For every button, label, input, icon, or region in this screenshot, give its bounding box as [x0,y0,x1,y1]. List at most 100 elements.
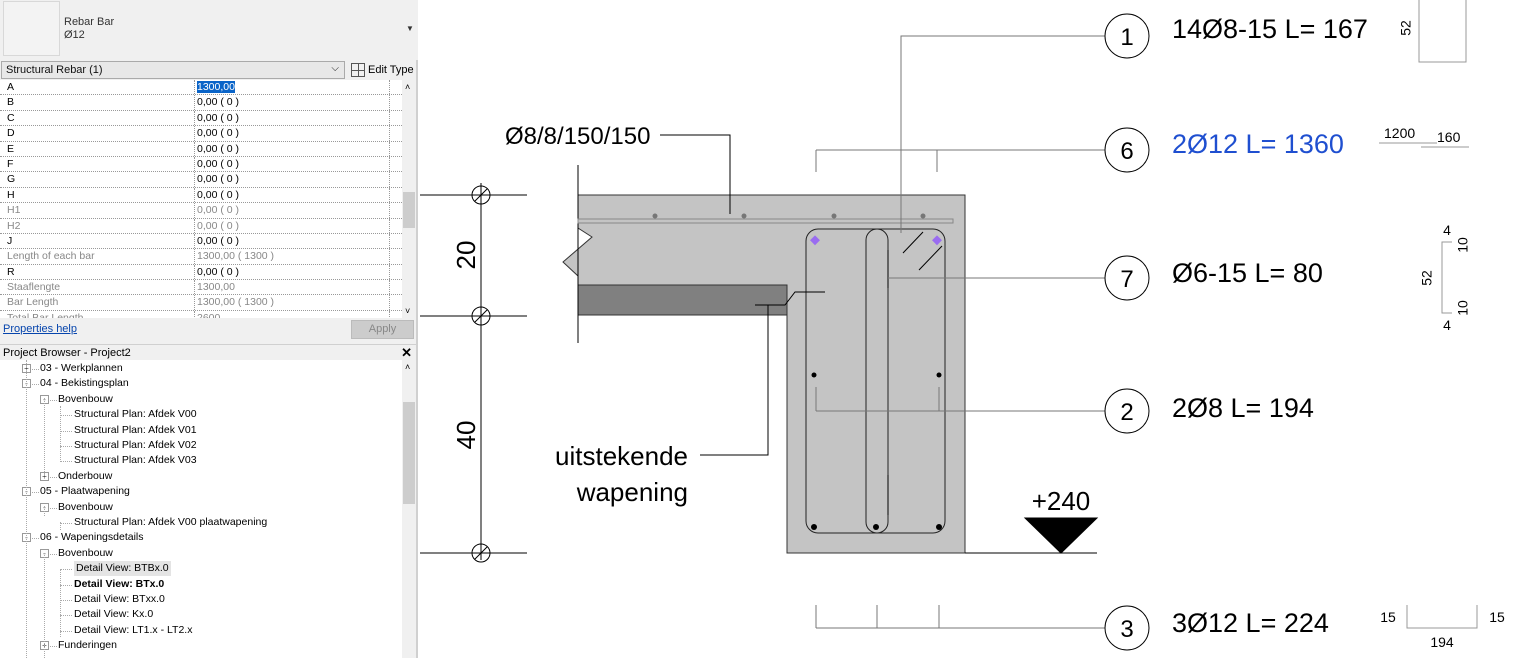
selected-bar-marker[interactable] [932,235,942,246]
tree-item[interactable]: Structural Plan: Afdek V00 [74,408,197,421]
tree-item[interactable]: 06 - Wapeningsdetails [40,531,144,544]
property-value[interactable]: 0,00 ( 0 ) [195,110,390,126]
edit-type-button[interactable]: Edit Type [349,61,416,79]
tree-item[interactable]: Bovenbouw [58,500,113,513]
tree-item[interactable]: Detail View: BTBx.0 [74,561,171,577]
vertical-dimension[interactable] [420,183,527,563]
tree-connector [60,615,72,617]
rebar-tag-3[interactable]: 3Ø12 L= 224 [1172,608,1329,638]
shape-1 [1418,0,1467,63]
tree-connector [44,506,45,516]
browser-scrollbar[interactable]: ˄ [402,360,416,658]
apply-button[interactable]: Apply [351,320,414,339]
tree-item[interactable]: Structural Plan: Afdek V02 [74,439,197,451]
tree-item[interactable]: Funderingen [58,639,117,652]
tree-connector [60,406,61,462]
property-name: Total Bar Length [0,310,195,318]
callout-bubble-6[interactable] [1104,127,1150,173]
property-value[interactable]: 0,00 ( 0 ) [195,218,390,233]
scroll-thumb[interactable] [403,192,415,228]
tree-item[interactable]: Onderbouw [58,469,113,482]
property-value[interactable]: 0,00 ( 0 ) [195,203,390,218]
scroll-thumb[interactable] [403,402,415,504]
tree-item[interactable]: 03 - Werkplannen [40,362,123,374]
callout-bubble-2[interactable] [1104,388,1150,434]
tree-item[interactable]: Bovenbouw [58,546,113,559]
property-value[interactable]: 1300,00 ( 1300 ) [195,249,390,264]
rebar-tag-1[interactable]: 14Ø8-15 L= 167 [1172,14,1368,44]
slab-rebar-label[interactable]: Ø8/8/150/150 [505,123,650,150]
tree-item[interactable]: Bovenbouw [58,392,113,405]
tree-item[interactable]: Detail View: LT1.x - LT2.x [74,623,193,636]
dropdown-arrow-icon[interactable]: ▼ [406,24,414,33]
tree-item[interactable]: 05 - Plaatwapening [40,485,130,498]
tree-item[interactable]: Detail View: Kx.0 [74,608,154,621]
note-leader [755,291,825,306]
tree-connector [60,630,72,632]
rebar-tag-2[interactable]: 2Ø8 L= 194 [1172,393,1314,423]
property-value[interactable]: 0,00 ( 0 ) [195,156,390,172]
properties-scrollbar[interactable]: ˄ ˅ [402,80,416,318]
tree-connector [60,600,72,601]
longitudinal-bars [811,372,942,530]
selected-bar-marker[interactable] [810,235,820,246]
tree-item[interactable]: Detail View: BTxx.0 [74,593,165,605]
property-value[interactable]: 0,00 ( 0 ) [195,187,390,203]
close-icon[interactable]: ✕ [401,345,412,360]
property-value[interactable]: 0,00 ( 0 ) [195,264,390,280]
tree-connector [60,415,72,417]
property-name: J [0,233,195,249]
rebar-tag-7[interactable]: Ø6-15 L= 80 [1172,258,1323,288]
property-value[interactable]: 0,00 ( 0 ) [195,172,390,187]
tree-connector [50,553,57,555]
tree-item[interactable]: Structural Plan: Afdek V00 plaatwapening [74,516,268,528]
edit-type-label: Edit Type [368,64,414,76]
property-value[interactable]: 1300,00 ( 1300 ) [195,295,390,310]
rebar-tag-6[interactable]: 2Ø12 L= 1360 [1172,129,1344,159]
category-filter-dropdown[interactable]: Structural Rebar (1)⌵ [1,61,345,79]
tree-item[interactable]: Structural Plan: Afdek V03 [74,454,197,467]
callout-bubble-7[interactable] [1104,255,1150,301]
property-value[interactable]: 0,00 ( 0 ) [195,141,390,156]
property-name: F [0,156,195,172]
property-value[interactable]: 0,00 ( 0 ) [195,95,390,110]
shape-dim: 4 [1443,317,1451,333]
callout-bubble-1[interactable] [1104,13,1150,59]
property-value[interactable]: 0,00 ( 0 ) [195,233,390,249]
scroll-up-icon[interactable]: ˄ [405,82,411,92]
shape-dim: 15 [1380,609,1396,625]
property-value-text: 1300,00 ( 1300 ) [197,296,275,309]
callout-bubble-3[interactable] [1104,605,1150,651]
property-value[interactable]: 2600 [195,310,390,318]
property-value[interactable]: 0,00 ( 0 ) [195,126,390,141]
property-name: B [0,95,195,110]
scroll-down-icon[interactable]: ˅ [405,306,411,316]
u-bar [865,228,889,534]
tree-item[interactable]: Detail View: BTx.0 [74,577,165,590]
property-value[interactable]: 1300,00 [195,280,390,295]
property-value[interactable]: 1300,00 [195,80,390,95]
property-value-text: 0,00 ( 0 ) [197,142,240,155]
tree-item[interactable]: Structural Plan: Afdek V01 [74,423,197,436]
scroll-up-icon[interactable]: ˄ [405,362,411,372]
tree-item[interactable]: 04 - Bekistingsplan [40,377,129,390]
properties-help-link[interactable]: Properties help [3,323,77,335]
